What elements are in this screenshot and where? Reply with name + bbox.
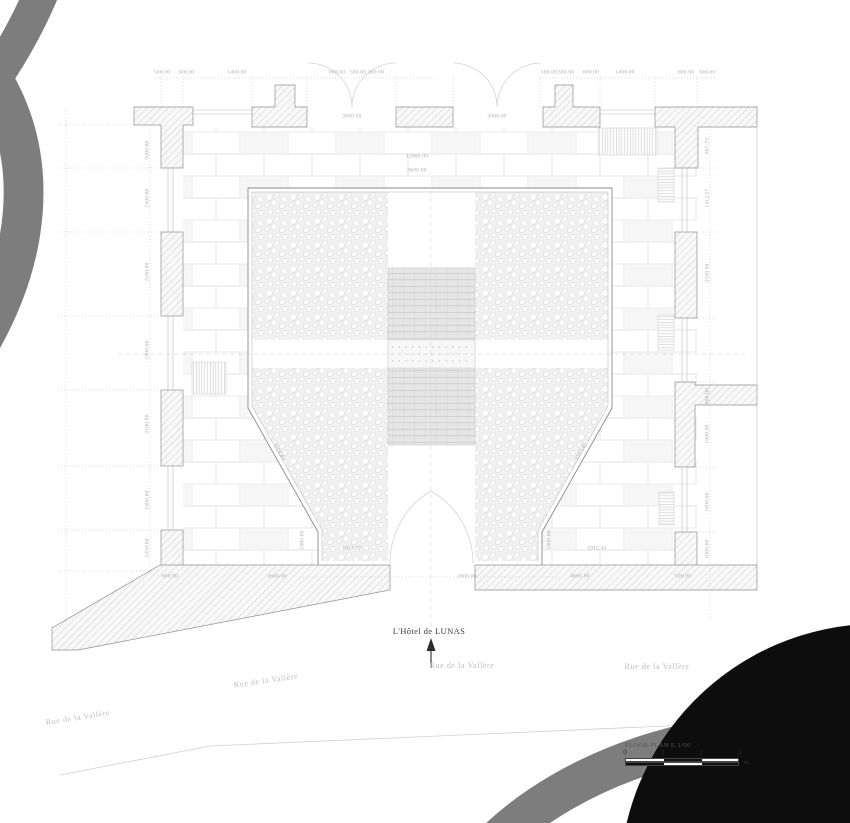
walls-group — [51, 84, 758, 651]
opening-lines — [167, 109, 758, 565]
street-curb-line — [59, 721, 758, 776]
courtyard-inner-border — [251, 191, 609, 561]
door-arc — [430, 490, 474, 564]
courtyard-group — [247, 187, 613, 565]
scale-bar-segment-row — [625, 762, 739, 766]
scale-bar-title: FLOOR PLAN E.1/50 — [625, 742, 691, 749]
wall — [395, 106, 454, 128]
person-figure — [0, 0, 850, 44]
door-swing-arcs — [307, 62, 542, 564]
cobblestone-quadrant — [475, 192, 608, 340]
wall — [542, 84, 601, 128]
scale-unit-label: m — [744, 760, 749, 766]
grate — [191, 361, 227, 395]
small-stair — [657, 167, 675, 203]
dimension-guides — [58, 76, 718, 622]
cobblestone-quadrant — [475, 368, 608, 561]
wall-street-wedge — [51, 564, 391, 651]
door-arc — [496, 62, 542, 108]
door-arc — [351, 62, 397, 108]
stone-paving-ring — [183, 127, 697, 565]
grate-elements — [191, 127, 675, 526]
wall — [674, 381, 758, 468]
cobblestone-quadrant — [252, 368, 388, 561]
small-stair — [658, 491, 675, 526]
door-arc — [389, 490, 432, 564]
centerlines — [118, 190, 745, 628]
cobblestone-quadrant — [252, 192, 388, 340]
door-arc — [307, 62, 353, 108]
person-figure — [0, 0, 439, 17]
scale-bar-segment-row — [625, 758, 739, 762]
grate — [597, 127, 658, 156]
wall — [674, 231, 698, 319]
small-stair — [657, 314, 675, 351]
wall — [251, 84, 308, 128]
door-arc — [452, 62, 498, 108]
wall — [674, 531, 698, 569]
wall — [474, 564, 758, 591]
building-label: L'Hôtel de LUNAS — [392, 626, 466, 636]
entrance-arrow-icon — [426, 638, 436, 668]
wall — [160, 389, 184, 467]
courtyard-outer-border — [247, 187, 613, 565]
central-stair — [387, 267, 476, 446]
wall — [160, 231, 184, 317]
